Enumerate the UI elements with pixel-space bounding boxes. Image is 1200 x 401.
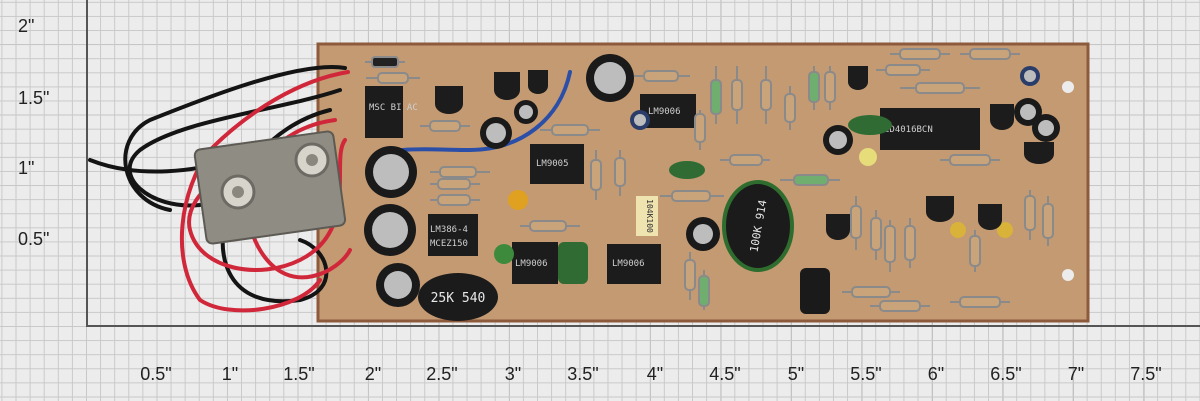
ruler-x-label: 4" (646, 364, 664, 384)
rectifier-label: MSC BI AC (369, 103, 418, 113)
ruler-x-label: 0.5" (140, 364, 172, 384)
chip-label: MCEZ150 (430, 239, 468, 249)
mounting-hole (1062, 81, 1074, 93)
chip-labels: MSC BI AC LM9006 LM9005 LM386-4 MCEZ150 … (369, 103, 933, 269)
chip-label: LM386-4 (430, 225, 468, 235)
chip-label: LM9006 (515, 259, 548, 269)
ruler-x-label: 4.5" (709, 364, 741, 384)
ruler-x-label: 5" (787, 364, 805, 384)
ruler-x-label: 3" (504, 364, 522, 384)
ruler-x-label: 6" (927, 364, 945, 384)
chip-label: LM9006 (648, 107, 681, 117)
mounting-hole (1062, 269, 1074, 281)
ruler-x-label: 1.5" (283, 364, 315, 384)
ruler-x-label: 5.5" (850, 364, 882, 384)
trimmer-pots: 25K 540 100K 914 (418, 180, 794, 321)
ruler-vertical-axis (86, 0, 88, 326)
ruler-y-label: 1.5" (18, 88, 50, 108)
ruler-y-label: 2" (18, 16, 35, 36)
pot-label-small: 25K 540 (431, 291, 486, 306)
transistors (435, 66, 1054, 240)
chip-label: LM9006 (612, 259, 645, 269)
ruler-x-label: 2" (364, 364, 382, 384)
ruler-y-label: 1" (18, 158, 35, 178)
ruler-horizontal-axis (86, 325, 1200, 327)
resistors (365, 48, 1054, 312)
film-capacitors: 104K100 (494, 115, 1013, 284)
ruler-x-label: 7.5" (1130, 364, 1162, 384)
chip-label: CD4016BCN (884, 125, 933, 135)
ruler-x-label: 1" (221, 364, 239, 384)
cap-label: 104K100 (645, 199, 654, 233)
ruler-y-label: 0.5" (18, 229, 50, 249)
ruler-x-label: 2.5" (426, 364, 458, 384)
ruler-x-label: 6.5" (990, 364, 1022, 384)
electrolytic-capacitors (364, 54, 1060, 314)
ruler-x-label: 7" (1067, 364, 1085, 384)
chip-label: LM9005 (536, 159, 569, 169)
ruler-x-label: 3.5" (567, 364, 599, 384)
ic-chips (365, 86, 980, 284)
